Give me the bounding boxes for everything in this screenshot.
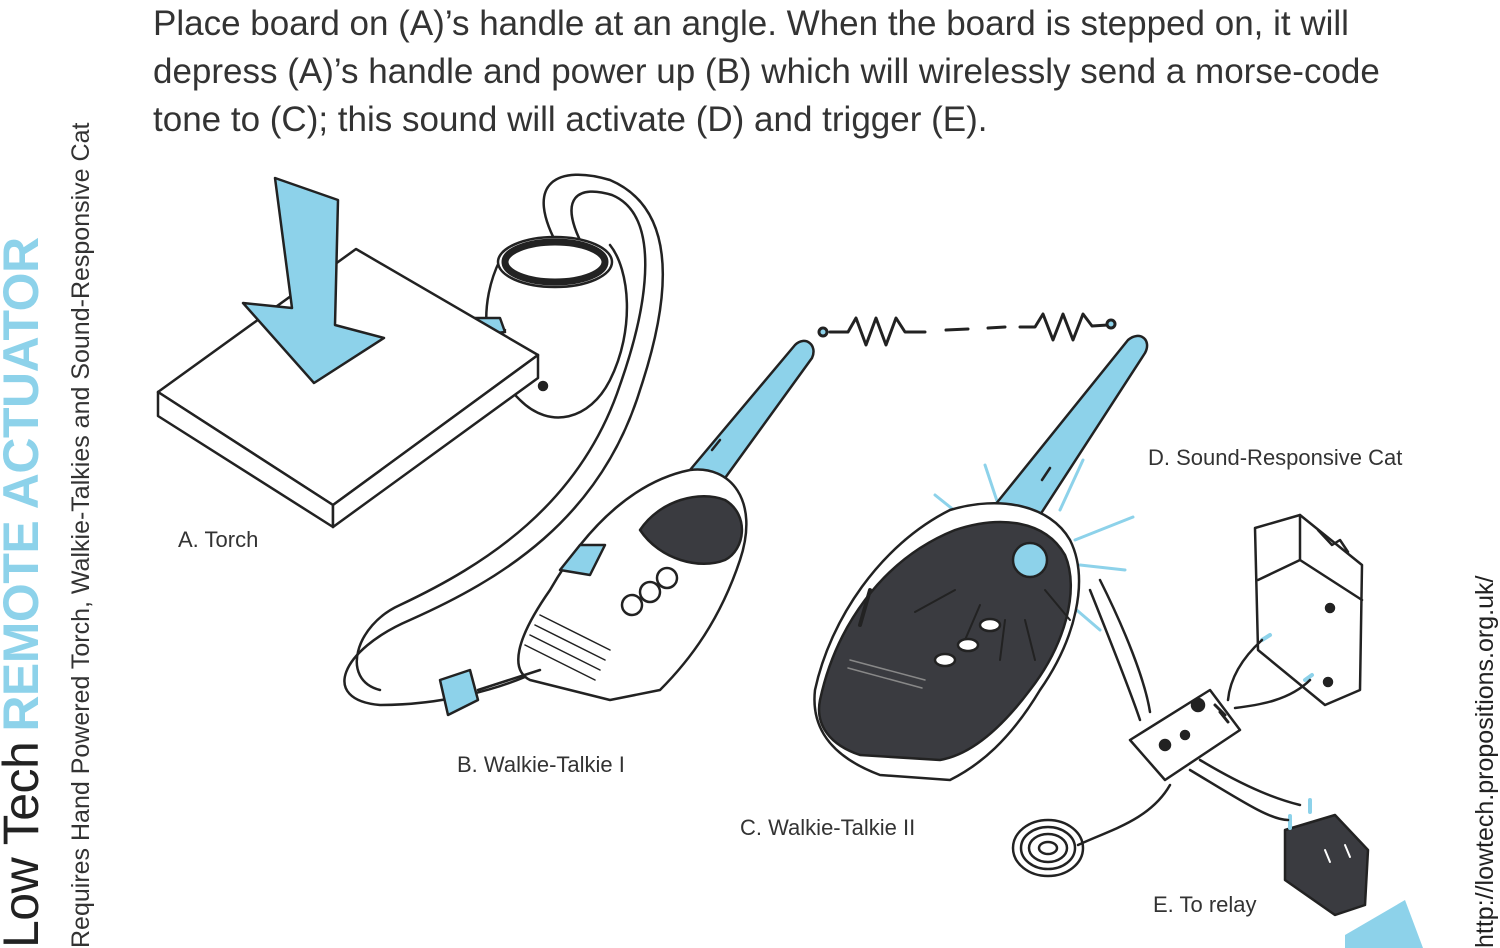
sound-responsive-cat (1253, 513, 1364, 707)
label-walkie-talkie-2: C. Walkie-Talkie II (740, 815, 916, 840)
label-walkie-talkie-1: B. Walkie-Talkie I (457, 752, 625, 777)
down-arrow-icon (241, 176, 386, 385)
label-sound-responsive-cat: D. Sound-Responsive Cat (1148, 445, 1403, 470)
speaker (1011, 818, 1085, 878)
instructions-text: Place board on (A)’s handle at an angle.… (153, 4, 1380, 139)
relay-plug (1283, 798, 1370, 917)
walkie-talkie-2 (813, 502, 1081, 782)
board (156, 247, 540, 529)
torch-strap (343, 173, 665, 707)
walkie2-antenna (993, 334, 1149, 517)
circuit-board (1128, 688, 1242, 782)
walkie1-antenna (688, 339, 815, 487)
label-relay: E. To relay (1153, 892, 1257, 917)
walkie-talkie-1 (438, 468, 748, 717)
label-torch: A. Torch (178, 527, 259, 552)
wireless-signal-icon (817, 312, 1117, 347)
triangle-corner-icon (1345, 900, 1423, 948)
